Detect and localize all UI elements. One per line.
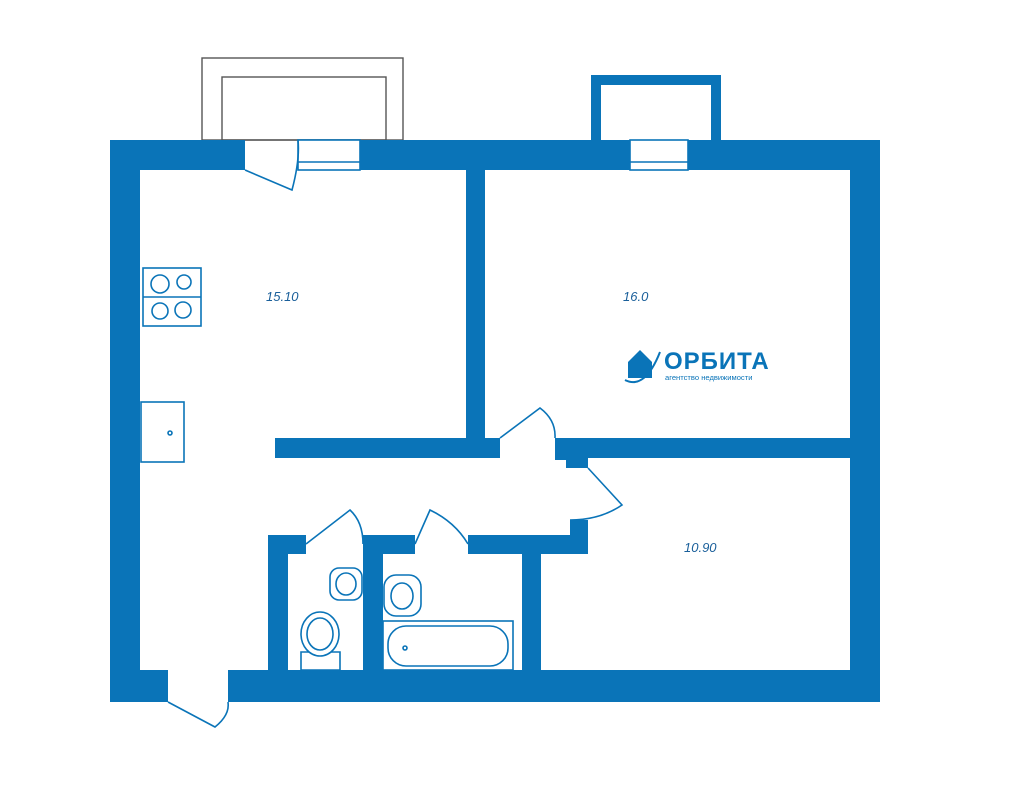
interior-walls [268,170,850,670]
window-left [297,139,361,171]
door-room-1 [499,406,556,439]
logo-name: ОРБИТА [664,348,770,375]
wc-sink-icon [329,567,363,601]
logo-house-icon [624,350,661,383]
kitchen-sink-icon [140,401,185,463]
door-entrance [167,701,230,728]
bath-sink-icon [383,574,422,617]
door-bathroom [414,508,469,545]
balcony-left [201,57,404,141]
door-wc [305,508,364,545]
kitchen-area-label: 15.10 [266,289,299,304]
outer-walls [110,140,880,702]
stove-icon [142,267,202,327]
toilet-icon [300,611,341,671]
logo-tagline: агентство недвижимости [665,373,752,382]
room-2-area-label: 10.90 [684,540,717,555]
room-1-area-label: 16.0 [623,289,649,304]
window-right [629,139,689,171]
bathtub-icon [382,620,514,671]
door-room-2 [569,467,624,521]
orbita-logo: ОРБИТА агентство недвижимости [624,348,770,383]
door-balcony [244,139,300,192]
balcony-right [591,75,721,140]
